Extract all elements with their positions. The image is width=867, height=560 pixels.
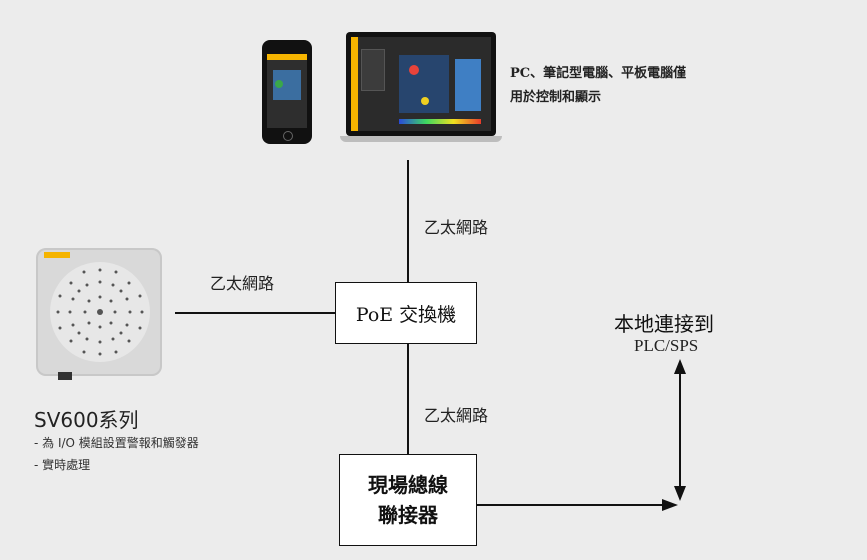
arrowhead-right xyxy=(662,499,678,511)
link-laptop-switch xyxy=(407,160,409,282)
sensor-feature-2: - 實時處理 xyxy=(34,458,91,472)
sensor-name: SV600系列 xyxy=(34,408,139,432)
devices-description-line2: 用於控制和顯示 xyxy=(510,90,602,105)
arrowhead-down xyxy=(674,486,686,501)
ethernet-label-top: 乙太網路 xyxy=(424,218,489,237)
ethernet-label-bottom: 乙太網路 xyxy=(424,406,489,425)
laptop-image xyxy=(340,32,502,144)
sensor-hole-pattern xyxy=(56,268,144,356)
sensor-face xyxy=(50,262,150,362)
plc-subtitle: PLC/SPS xyxy=(634,336,699,355)
laptop-base xyxy=(340,136,502,142)
ethernet-label-left: 乙太網路 xyxy=(210,274,275,293)
sv600-sensor-image xyxy=(36,248,162,380)
plc-title: 本地連接到 xyxy=(614,312,714,336)
arrowhead-up xyxy=(674,359,686,374)
fieldbus-line2: 聯接器 xyxy=(378,503,438,527)
sensor-feature-1: - 為 I/O 模組設置警報和觸發器 xyxy=(34,436,199,450)
devices-description-line1: PC、筆記型電腦、平板電腦僅 xyxy=(510,66,687,81)
poe-switch-label: PoE 交換機 xyxy=(355,303,457,326)
link-switch-fieldbus xyxy=(407,344,409,454)
phone-screen xyxy=(267,54,307,128)
phone-home-button xyxy=(283,131,293,141)
link-fieldbus-plc xyxy=(477,504,662,506)
smartphone-image xyxy=(262,40,312,144)
fieldbus-line1: 現場總線 xyxy=(368,473,448,497)
fieldbus-connector-box: 現場總線 聯接器 xyxy=(339,454,477,546)
poe-switch-box: PoE 交換機 xyxy=(335,282,477,344)
link-sensor-switch xyxy=(175,312,335,314)
laptop-screen xyxy=(346,32,496,136)
